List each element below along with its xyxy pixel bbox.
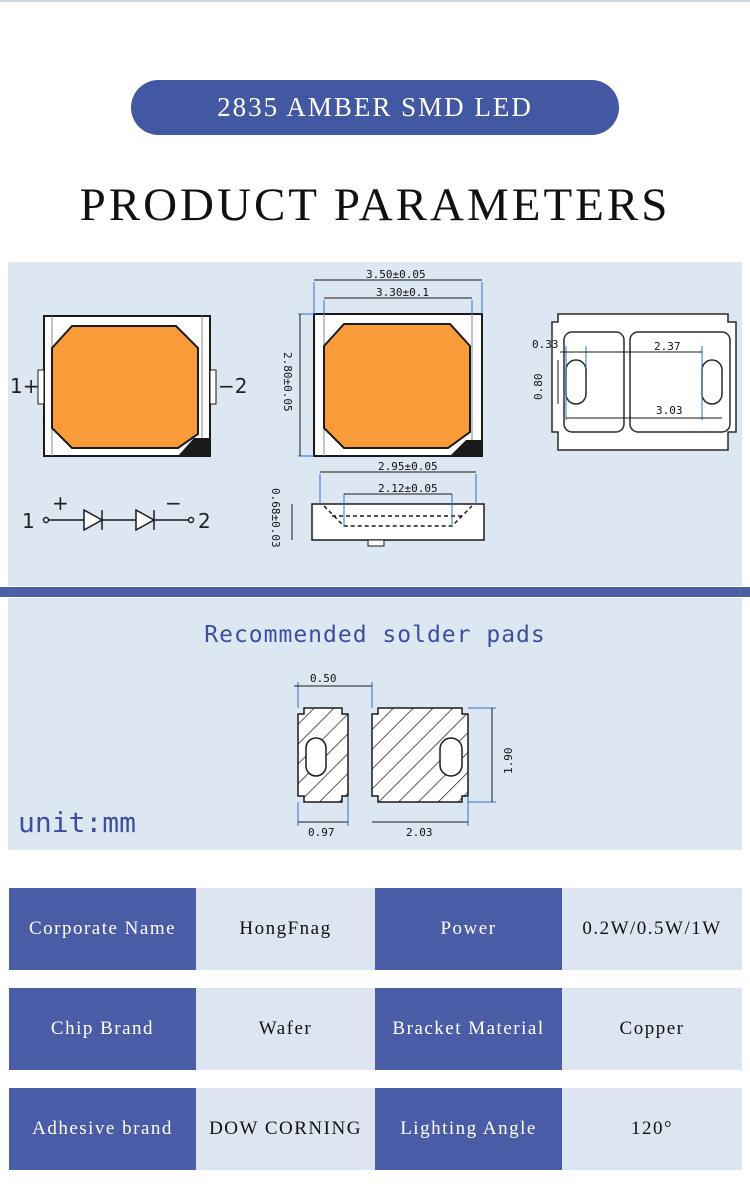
dim-height: 2.80±0.05: [281, 352, 294, 412]
pin-right-label: −2: [218, 374, 247, 398]
product-banner: 2835 AMBER SMD LED: [131, 80, 619, 135]
dim-side-outer: 2.95±0.05: [378, 460, 438, 473]
led-dimension-view: [298, 279, 483, 457]
spec-key: Power: [375, 888, 562, 970]
solder-pad-large: [371, 707, 469, 803]
spec-key: Lighting Angle: [375, 1088, 562, 1170]
dim-gap: 0.50: [310, 672, 337, 685]
banner-title: 2835 AMBER SMD LED: [217, 92, 533, 122]
page-heading: PRODUCT PARAMETERS: [79, 179, 671, 231]
solder-pad-panel: Recommended solder pads: [8, 598, 742, 850]
dim-pad-total: 3.03: [656, 404, 683, 417]
spec-value: 0.2W/0.5W/1W: [562, 888, 742, 970]
solder-pad-title: Recommended solder pads: [204, 622, 546, 648]
spec-key: Corporate Name: [9, 888, 196, 970]
led-side-view: [291, 471, 485, 547]
dim-pad-gap: 0.33: [532, 338, 559, 351]
circuit-minus: −: [165, 491, 182, 515]
dim-thickness: 0.68±0.03: [269, 488, 282, 548]
dim-width-inner: 3.30±0.1: [376, 286, 429, 299]
top-border: [0, 0, 750, 2]
unit-label: unit:mm: [18, 806, 137, 839]
spec-value: DOW CORNING: [196, 1088, 375, 1170]
dim-small: 0.97: [308, 826, 335, 839]
spec-value: 120°: [562, 1088, 742, 1170]
led-drawings: 1+ −2 1 + − 2: [10, 268, 737, 548]
circuit-pin2: 2: [198, 509, 211, 533]
led-emitter: [51, 325, 199, 449]
spec-key: Chip Brand: [9, 988, 196, 1070]
spec-key: Adhesive brand: [9, 1088, 196, 1170]
circuit-plus: +: [52, 491, 69, 515]
spec-row: Chip Brand Wafer Bracket Material Copper: [9, 988, 742, 1070]
solder-pad-small: [297, 707, 349, 803]
spec-value: Wafer: [196, 988, 375, 1070]
dim-side-inner: 2.12±0.05: [378, 482, 438, 495]
spec-row: Corporate Name HongFnag Power 0.2W/0.5W/…: [9, 888, 742, 970]
circuit-symbol: [42, 508, 195, 532]
pin-left-label: 1+: [10, 374, 39, 398]
dim-pad-span: 2.37: [654, 340, 681, 353]
dim-pad-height: 0.80: [532, 374, 545, 401]
spec-value: HongFnag: [196, 888, 375, 970]
spec-row: Adhesive brand DOW CORNING Lighting Angl…: [9, 1088, 742, 1170]
spec-key: Bracket Material: [375, 988, 562, 1070]
led-top-view: [37, 315, 217, 457]
solder-pad-drawing: 0.50 0.97 2.03 1.90: [294, 672, 515, 839]
spec-value: Copper: [562, 988, 742, 1070]
dim-large: 2.03: [406, 826, 433, 839]
led-bottom-view: [551, 313, 737, 451]
section-divider: [0, 587, 750, 597]
dim-pad-height: 1.90: [502, 748, 515, 775]
circuit-pin1: 1: [22, 509, 35, 533]
led-drawing-panel: 1+ −2 1 + − 2: [8, 262, 742, 586]
dim-width-outer: 3.50±0.05: [366, 268, 426, 281]
